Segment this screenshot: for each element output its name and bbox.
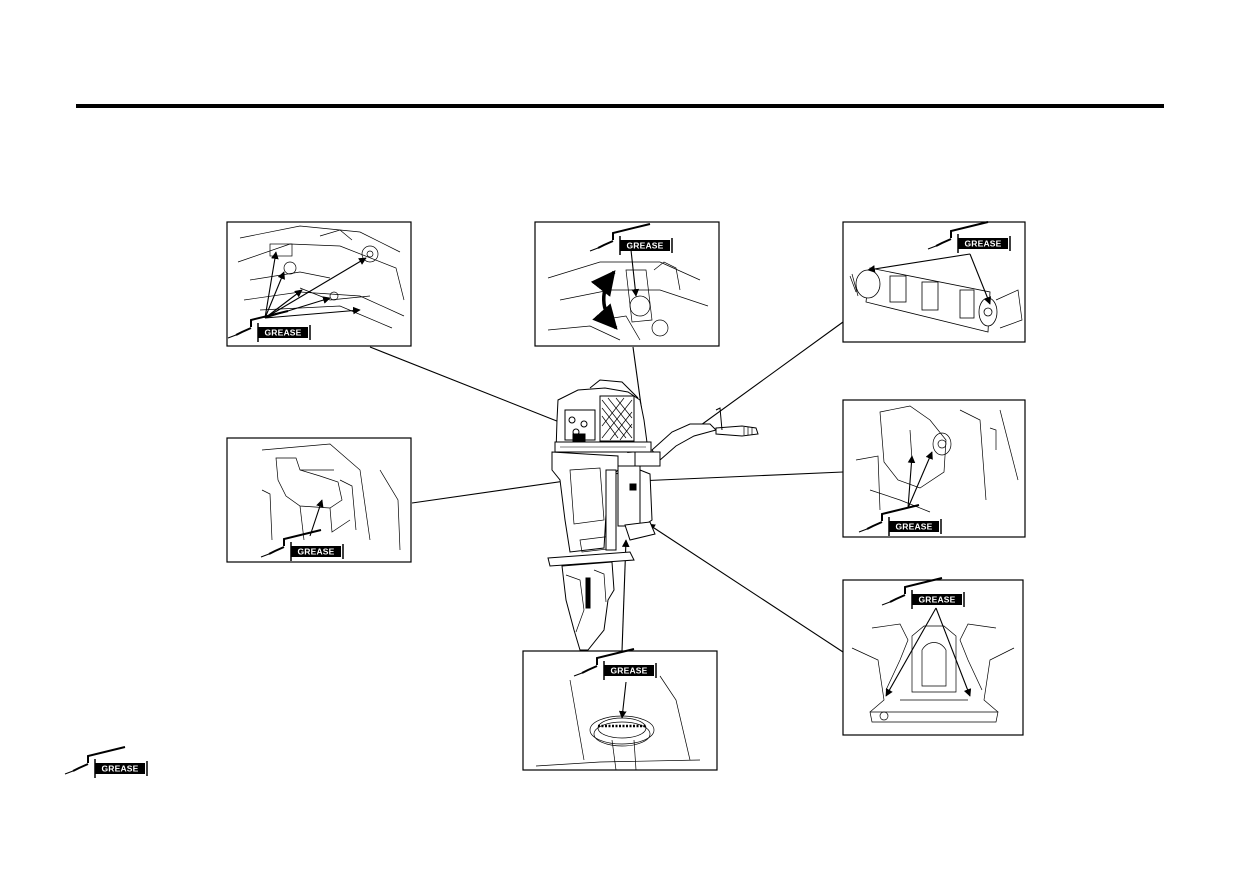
detail-panel-tilt-tube: GREASE — [842, 221, 1026, 343]
svg-text:GREASE: GREASE — [101, 764, 138, 774]
detail-panel-tilt-lock: GREASE — [842, 399, 1026, 538]
svg-text:GREASE: GREASE — [297, 547, 334, 557]
detail-panel-throttle-linkage: GREASE — [226, 221, 412, 347]
svg-text:GREASE: GREASE — [610, 666, 647, 676]
grease-gun-icon: GREASE — [260, 529, 344, 562]
detail-panel-steering-pivot: GREASE — [534, 221, 720, 347]
grease-gun-icon: GREASE — [589, 223, 673, 256]
grease-gun-icon: GREASE — [227, 310, 311, 343]
grease-gun-icon: GREASE — [927, 221, 1011, 254]
svg-text:GREASE: GREASE — [918, 595, 955, 605]
outboard-engine-illustration — [547, 379, 759, 651]
svg-text:GREASE: GREASE — [264, 328, 301, 338]
svg-text:GREASE: GREASE — [964, 239, 1001, 249]
grease-gun-icon: GREASE — [881, 577, 965, 610]
grease-gun-icon: GREASE — [858, 504, 942, 537]
svg-text:GREASE: GREASE — [626, 241, 663, 251]
svg-text:GREASE: GREASE — [895, 522, 932, 532]
detail-panel-clamp-brackets: GREASE — [842, 577, 1024, 736]
grease-gun-icon: GREASE — [573, 648, 657, 681]
detail-panel-swivel-bracket: GREASE — [226, 437, 412, 563]
detail-panel-lower-mount-bushing: GREASE — [522, 648, 718, 771]
header-rule — [76, 104, 1164, 108]
legend-grease-gun-icon: GREASE — [64, 746, 148, 779]
